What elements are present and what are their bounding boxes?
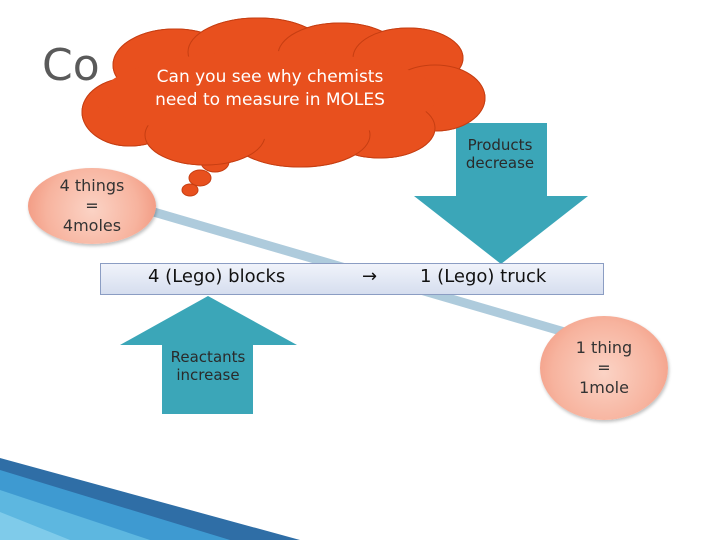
- right-circle-line-2: =: [597, 358, 611, 377]
- equation-reactant: 4 (Lego) blocks: [148, 266, 286, 287]
- products-label-line-2: decrease: [465, 154, 535, 172]
- reactants-label-line-1: Reactants: [170, 348, 246, 366]
- up-arrow: [120, 296, 297, 414]
- reactant-moles-circle: 4 things = 4moles: [28, 168, 156, 244]
- right-circle-line-3: 1mole: [579, 378, 629, 397]
- cloud-text-line-2: need to measure in MOLES: [155, 90, 385, 110]
- cloud-text-line-1: Can you see why chemists: [156, 67, 384, 87]
- slide-title: Co: [42, 40, 100, 91]
- equation-bar: [100, 263, 604, 295]
- reactants-increase-label: Reactants increase: [160, 348, 256, 384]
- equation-arrow: →: [362, 266, 378, 287]
- equation-product: 1 (Lego) truck: [420, 266, 547, 287]
- down-arrow: [414, 123, 588, 264]
- cloud-text: Can you see why chemists need to measure…: [120, 66, 420, 112]
- left-circle-line-3: 4moles: [62, 216, 122, 235]
- products-decrease-label: Products decrease: [452, 136, 548, 172]
- left-circle-line-2: =: [85, 196, 99, 215]
- product-moles-circle: 1 thing = 1mole: [540, 316, 668, 420]
- reactants-label-line-2: increase: [176, 366, 240, 384]
- right-circle-line-1: 1 thing: [575, 338, 633, 357]
- corner-decoration: [0, 458, 300, 540]
- products-label-line-1: Products: [467, 136, 533, 154]
- left-circle-line-1: 4 things: [59, 176, 125, 195]
